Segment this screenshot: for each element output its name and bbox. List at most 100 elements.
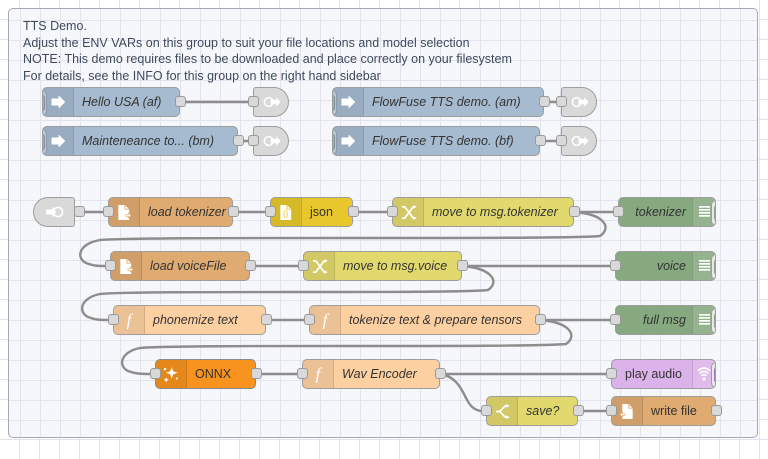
inject-arrow-icon: [333, 127, 364, 155]
node-link-out-4[interactable]: [561, 126, 597, 156]
port-tokenize-out[interactable]: [535, 314, 546, 325]
port-phonemize-in[interactable]: [108, 314, 119, 325]
function-f-icon: f: [303, 360, 334, 388]
port-writefile-in[interactable]: [606, 405, 617, 416]
node-label: full msg: [642, 313, 686, 327]
node-wav-encoder[interactable]: f Wav Encoder: [302, 359, 440, 389]
port-save-in[interactable]: [481, 405, 492, 416]
port-debug-tokenizer-in[interactable]: [613, 206, 624, 217]
node-label: FlowFuse TTS demo. (am): [372, 95, 521, 109]
debug-toggle-button[interactable]: [711, 254, 715, 280]
port-move-voice-out[interactable]: [457, 260, 468, 271]
port-phonemize-out[interactable]: [261, 314, 272, 325]
node-label: Mainteneance to... (bm): [82, 134, 215, 148]
node-link-out-1[interactable]: [253, 87, 289, 117]
port-onnx-in[interactable]: [150, 368, 161, 379]
node-link-out-2[interactable]: [253, 126, 289, 156]
node-phonemize-text[interactable]: f phonemize text: [113, 305, 266, 335]
node-debug-full-msg[interactable]: full msg: [615, 305, 716, 335]
node-label: load voiceFile: [150, 259, 227, 273]
port-linkin-out[interactable]: [74, 206, 85, 217]
node-link-in-1[interactable]: [33, 197, 75, 227]
port-inject-am-out[interactable]: [539, 96, 550, 107]
node-label: ONNX: [195, 367, 232, 381]
node-move-to-msg-voice[interactable]: move to msg.voice: [303, 251, 462, 281]
inject-trigger-button[interactable]: [333, 129, 337, 155]
port-move-voice-in[interactable]: [298, 260, 309, 271]
port-link-out-3-in[interactable]: [556, 96, 567, 107]
node-debug-voice[interactable]: voice: [615, 251, 716, 281]
node-label: Hello USA (af): [82, 95, 162, 109]
port-tokenize-in[interactable]: [304, 314, 315, 325]
port-debug-fullmsg-in[interactable]: [610, 314, 621, 325]
node-label: tokenize text & prepare tensors: [349, 313, 523, 327]
port-link-out-1-in[interactable]: [248, 96, 259, 107]
debug-toggle-button[interactable]: [711, 308, 715, 334]
inject-trigger-button[interactable]: [43, 129, 47, 155]
port-load-tokenizer-in[interactable]: [103, 206, 114, 217]
port-move-tokenizer-in[interactable]: [387, 206, 398, 217]
inject-trigger-button[interactable]: [43, 90, 47, 116]
svg-text:{}: {}: [283, 209, 289, 218]
port-load-voicefile-in[interactable]: [105, 260, 116, 271]
inject-arrow-icon: [43, 127, 74, 155]
node-label: save?: [526, 404, 560, 418]
debug-toggle-button[interactable]: [711, 200, 715, 226]
json-braces-icon: {}: [271, 198, 302, 226]
function-f-icon: f: [114, 306, 145, 334]
port-writefile-out[interactable]: [711, 405, 722, 416]
inject-trigger-button[interactable]: [333, 90, 337, 116]
port-link-out-4-in[interactable]: [556, 135, 567, 146]
node-debug-tokenizer[interactable]: tokenizer: [618, 197, 716, 227]
port-wavencoder-out[interactable]: [435, 368, 446, 379]
port-save-out[interactable]: [573, 405, 584, 416]
port-json-in[interactable]: [265, 206, 276, 217]
port-inject-bf-out[interactable]: [535, 135, 546, 146]
link-out-icon: [562, 127, 596, 155]
port-load-tokenizer-out[interactable]: [228, 206, 239, 217]
debug-lines-icon: [692, 252, 715, 280]
inject-arrow-icon: [43, 88, 74, 116]
node-link-out-3[interactable]: [561, 87, 597, 117]
port-playaudio-in[interactable]: [606, 368, 617, 379]
port-debug-voice-in[interactable]: [610, 260, 621, 271]
port-link-out-2-in[interactable]: [248, 135, 259, 146]
port-onnx-out[interactable]: [251, 368, 262, 379]
debug-lines-icon: [692, 306, 715, 334]
node-inject-flowfuse-am[interactable]: FlowFuse TTS demo. (am): [332, 87, 544, 117]
node-label: Wav Encoder: [342, 367, 417, 381]
node-inject-hello-usa[interactable]: Hello USA (af): [42, 87, 180, 117]
file-read-icon: [111, 252, 142, 280]
svg-text:f: f: [127, 311, 134, 329]
node-label: voice: [656, 259, 686, 273]
change-shuffle-icon: [304, 252, 335, 280]
node-load-tokenizer[interactable]: load tokenizer: [108, 197, 233, 227]
audio-enable-toggle-button[interactable]: [711, 362, 715, 388]
node-inject-flowfuse-bf[interactable]: FlowFuse TTS demo. (bf): [332, 126, 540, 156]
port-load-voicefile-out[interactable]: [245, 260, 256, 271]
file-write-icon: [612, 397, 643, 425]
node-label: json: [310, 205, 333, 219]
node-save-switch[interactable]: save?: [486, 396, 578, 426]
port-json-out[interactable]: [348, 206, 359, 217]
node-load-voicefile[interactable]: load voiceFile: [110, 251, 250, 281]
node-label: play audio: [625, 367, 682, 381]
link-out-icon: [254, 127, 288, 155]
node-json[interactable]: {} json: [270, 197, 353, 227]
node-play-audio[interactable]: play audio: [611, 359, 716, 389]
node-write-file[interactable]: write file: [611, 396, 716, 426]
node-tokenize-text-prepare-tensors[interactable]: f tokenize text & prepare tensors: [309, 305, 540, 335]
port-move-tokenizer-out[interactable]: [569, 206, 580, 217]
port-inject-af-out[interactable]: [175, 96, 186, 107]
node-label: tokenizer: [635, 205, 686, 219]
audio-waves-icon: [692, 360, 715, 388]
link-out-icon: [562, 88, 596, 116]
node-onnx[interactable]: ONNX: [155, 359, 256, 389]
node-inject-maintenance[interactable]: Mainteneance to... (bm): [42, 126, 238, 156]
node-move-to-msg-tokenizer[interactable]: move to msg.tokenizer: [392, 197, 574, 227]
port-wavencoder-in[interactable]: [297, 368, 308, 379]
port-inject-bm-out[interactable]: [233, 135, 244, 146]
node-label: write file: [651, 404, 697, 418]
group-comment-text: TTS Demo. Adjust the ENV VARs on this gr…: [23, 19, 512, 83]
